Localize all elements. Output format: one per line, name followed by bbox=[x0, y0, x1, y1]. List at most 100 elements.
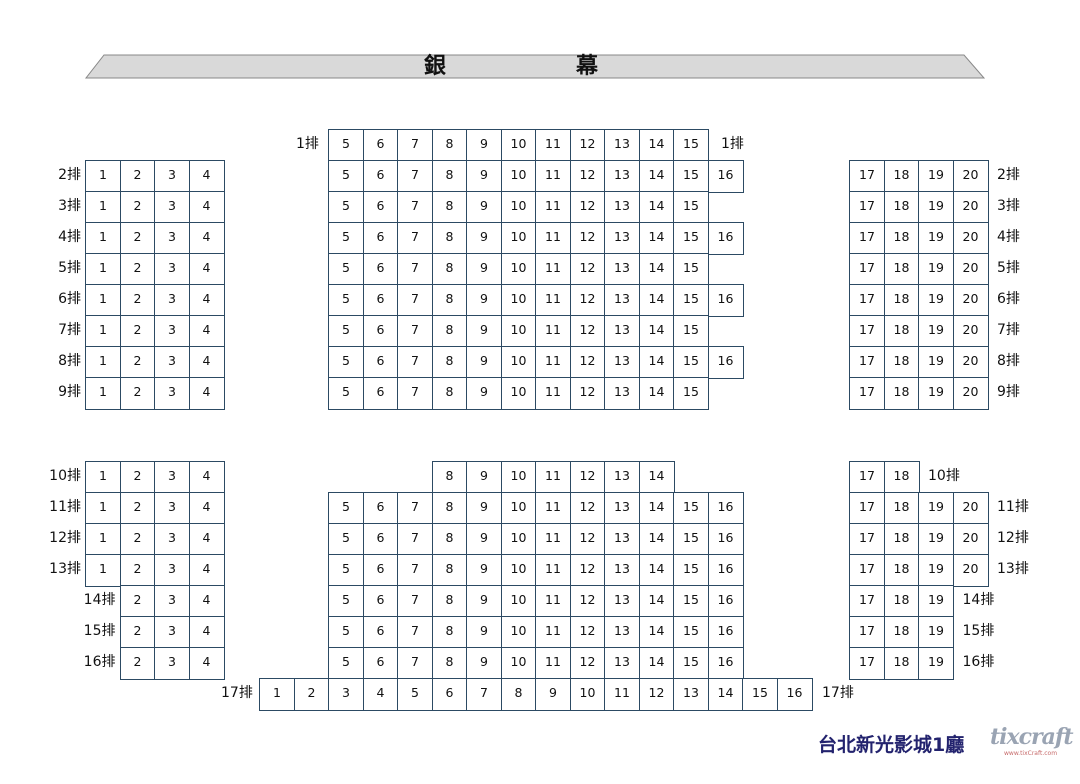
seat-r17-s8[interactable]: 8 bbox=[500, 678, 537, 711]
seat-r6-s5[interactable]: 5 bbox=[328, 284, 364, 317]
seat-r3-s8[interactable]: 8 bbox=[431, 191, 468, 224]
seat-r9-s14[interactable]: 14 bbox=[638, 377, 675, 410]
seat-r4-s9[interactable]: 9 bbox=[466, 222, 502, 255]
seat-r15-s5[interactable]: 5 bbox=[328, 616, 364, 649]
seat-r16-s5[interactable]: 5 bbox=[328, 647, 364, 680]
seat-r11-s2[interactable]: 2 bbox=[119, 492, 156, 525]
seat-r1-s8[interactable]: 8 bbox=[431, 129, 468, 162]
seat-r4-s1[interactable]: 1 bbox=[85, 222, 121, 255]
seat-r15-s8[interactable]: 8 bbox=[431, 616, 468, 649]
seat-r16-s19[interactable]: 19 bbox=[918, 647, 954, 680]
seat-r13-s1[interactable]: 1 bbox=[85, 554, 121, 587]
seat-r11-s13[interactable]: 13 bbox=[604, 492, 640, 525]
seat-r8-s7[interactable]: 7 bbox=[397, 346, 433, 379]
seat-r14-s3[interactable]: 3 bbox=[154, 585, 190, 618]
seat-r15-s4[interactable]: 4 bbox=[188, 616, 225, 649]
seat-r9-s7[interactable]: 7 bbox=[397, 377, 433, 410]
seat-r8-s12[interactable]: 12 bbox=[569, 346, 606, 379]
seat-r13-s13[interactable]: 13 bbox=[604, 554, 640, 587]
seat-r7-s19[interactable]: 19 bbox=[918, 315, 954, 348]
seat-r15-s7[interactable]: 7 bbox=[397, 616, 433, 649]
seat-r9-s18[interactable]: 18 bbox=[883, 377, 920, 410]
seat-r2-s18[interactable]: 18 bbox=[883, 160, 920, 193]
seat-r9-s13[interactable]: 13 bbox=[604, 377, 640, 410]
seat-r9-s17[interactable]: 17 bbox=[849, 377, 885, 410]
seat-r13-s16[interactable]: 16 bbox=[707, 554, 744, 587]
seat-r10-s12[interactable]: 12 bbox=[569, 461, 606, 494]
seat-r9-s3[interactable]: 3 bbox=[154, 377, 190, 410]
seat-r9-s5[interactable]: 5 bbox=[328, 377, 364, 410]
seat-r6-s18[interactable]: 18 bbox=[883, 284, 920, 317]
seat-r8-s18[interactable]: 18 bbox=[883, 346, 920, 379]
seat-r11-s8[interactable]: 8 bbox=[431, 492, 468, 525]
seat-r8-s3[interactable]: 3 bbox=[154, 346, 190, 379]
seat-r4-s16[interactable]: 16 bbox=[707, 222, 744, 255]
seat-r17-s1[interactable]: 1 bbox=[259, 678, 295, 711]
seat-r16-s18[interactable]: 18 bbox=[883, 647, 920, 680]
seat-r14-s18[interactable]: 18 bbox=[883, 585, 920, 618]
seat-r1-s5[interactable]: 5 bbox=[328, 129, 364, 162]
seat-r12-s19[interactable]: 19 bbox=[918, 523, 954, 556]
seat-r1-s9[interactable]: 9 bbox=[466, 129, 502, 162]
seat-r15-s3[interactable]: 3 bbox=[154, 616, 190, 649]
seat-r7-s3[interactable]: 3 bbox=[154, 315, 190, 348]
seat-r5-s11[interactable]: 11 bbox=[535, 253, 571, 286]
seat-r16-s10[interactable]: 10 bbox=[500, 647, 537, 680]
seat-r2-s2[interactable]: 2 bbox=[119, 160, 156, 193]
seat-r4-s4[interactable]: 4 bbox=[188, 222, 225, 255]
seat-r11-s4[interactable]: 4 bbox=[188, 492, 225, 525]
seat-r15-s16[interactable]: 16 bbox=[707, 616, 744, 649]
seat-r17-s4[interactable]: 4 bbox=[362, 678, 399, 711]
seat-r10-s8[interactable]: 8 bbox=[431, 461, 468, 494]
seat-r11-s19[interactable]: 19 bbox=[918, 492, 954, 525]
seat-r9-s15[interactable]: 15 bbox=[673, 377, 709, 410]
seat-r7-s18[interactable]: 18 bbox=[883, 315, 920, 348]
seat-r2-s1[interactable]: 1 bbox=[85, 160, 121, 193]
seat-r5-s12[interactable]: 12 bbox=[569, 253, 606, 286]
seat-r4-s17[interactable]: 17 bbox=[849, 222, 885, 255]
seat-r1-s10[interactable]: 10 bbox=[500, 129, 537, 162]
seat-r14-s6[interactable]: 6 bbox=[362, 585, 399, 618]
seat-r16-s13[interactable]: 13 bbox=[604, 647, 640, 680]
seat-r1-s15[interactable]: 15 bbox=[673, 129, 709, 162]
seat-r14-s7[interactable]: 7 bbox=[397, 585, 433, 618]
seat-r2-s5[interactable]: 5 bbox=[328, 160, 364, 193]
seat-r12-s9[interactable]: 9 bbox=[466, 523, 502, 556]
seat-r6-s13[interactable]: 13 bbox=[604, 284, 640, 317]
seat-r5-s1[interactable]: 1 bbox=[85, 253, 121, 286]
seat-r7-s6[interactable]: 6 bbox=[362, 315, 399, 348]
seat-r6-s3[interactable]: 3 bbox=[154, 284, 190, 317]
seat-r12-s4[interactable]: 4 bbox=[188, 523, 225, 556]
seat-r10-s10[interactable]: 10 bbox=[500, 461, 537, 494]
seat-r13-s12[interactable]: 12 bbox=[569, 554, 606, 587]
seat-r16-s6[interactable]: 6 bbox=[362, 647, 399, 680]
seat-r14-s15[interactable]: 15 bbox=[673, 585, 709, 618]
seat-r12-s14[interactable]: 14 bbox=[638, 523, 675, 556]
seat-r2-s7[interactable]: 7 bbox=[397, 160, 433, 193]
seat-r4-s8[interactable]: 8 bbox=[431, 222, 468, 255]
seat-r15-s17[interactable]: 17 bbox=[849, 616, 885, 649]
seat-r14-s5[interactable]: 5 bbox=[328, 585, 364, 618]
seat-r1-s6[interactable]: 6 bbox=[362, 129, 399, 162]
seat-r15-s6[interactable]: 6 bbox=[362, 616, 399, 649]
seat-r2-s16[interactable]: 16 bbox=[707, 160, 744, 193]
seat-r15-s19[interactable]: 19 bbox=[918, 616, 954, 649]
seat-r14-s2[interactable]: 2 bbox=[119, 585, 156, 618]
seat-r17-s5[interactable]: 5 bbox=[397, 678, 433, 711]
seat-r8-s8[interactable]: 8 bbox=[431, 346, 468, 379]
seat-r10-s9[interactable]: 9 bbox=[466, 461, 502, 494]
seat-r17-s14[interactable]: 14 bbox=[707, 678, 744, 711]
seat-r6-s1[interactable]: 1 bbox=[85, 284, 121, 317]
seat-r9-s10[interactable]: 10 bbox=[500, 377, 537, 410]
seat-r3-s17[interactable]: 17 bbox=[849, 191, 885, 224]
seat-r5-s14[interactable]: 14 bbox=[638, 253, 675, 286]
seat-r11-s5[interactable]: 5 bbox=[328, 492, 364, 525]
seat-r16-s15[interactable]: 15 bbox=[673, 647, 709, 680]
seat-r5-s7[interactable]: 7 bbox=[397, 253, 433, 286]
seat-r14-s4[interactable]: 4 bbox=[188, 585, 225, 618]
seat-r6-s14[interactable]: 14 bbox=[638, 284, 675, 317]
seat-r16-s9[interactable]: 9 bbox=[466, 647, 502, 680]
seat-r14-s10[interactable]: 10 bbox=[500, 585, 537, 618]
seat-r13-s19[interactable]: 19 bbox=[918, 554, 954, 587]
seat-r12-s12[interactable]: 12 bbox=[569, 523, 606, 556]
